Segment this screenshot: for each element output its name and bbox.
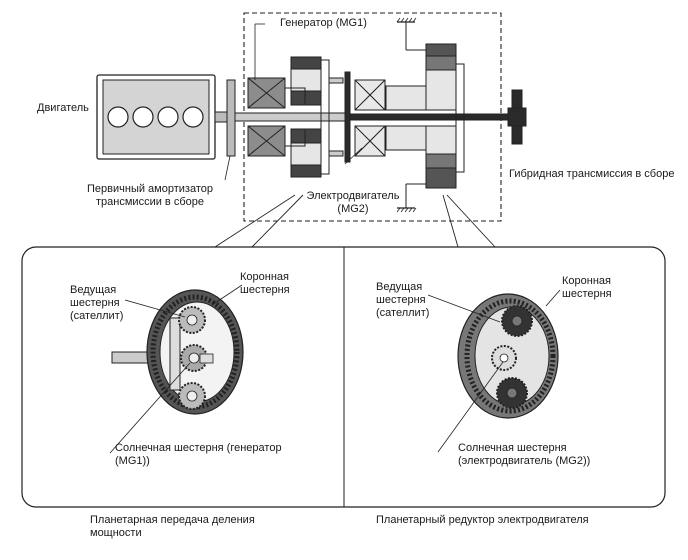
zoom-lines xyxy=(214,194,496,248)
right-ring-label-line1: Коронная xyxy=(562,275,611,287)
caption-motor-reduction: Планетарный редуктор электродвигателя xyxy=(376,514,589,526)
right-sun-gear xyxy=(491,345,517,371)
right-pinion-gear xyxy=(501,305,533,337)
motor-label-line1: Электродвигатель xyxy=(306,190,400,202)
motor-mg2-stator xyxy=(354,79,386,157)
right-ring-label-line2: шестерня xyxy=(562,288,612,300)
power-split-gearset xyxy=(111,289,244,415)
engine-cylinder xyxy=(182,106,204,128)
left-pinion-gear xyxy=(178,306,206,334)
transmission-damper xyxy=(226,79,236,157)
left-ring-label: Коронная шестерня xyxy=(240,271,290,297)
detail-leader-lines xyxy=(109,284,561,454)
engine-cylinder xyxy=(157,106,179,128)
left-pinion-label-line3: (сателлит) xyxy=(70,310,124,322)
left-pinion-label: Ведущая шестерня (сателлит) xyxy=(70,284,123,323)
motor-mg2-label: Электродвигатель (MG2) xyxy=(298,190,408,216)
left-sun-label: Солнечная шестерня (генератор (MG1)) xyxy=(115,442,282,468)
damper-label-line2: трансмиссии в сборе xyxy=(96,196,204,208)
power-split-planetary xyxy=(285,56,344,178)
damper-label: Первичный амортизатор трансмиссии в сбор… xyxy=(74,183,226,209)
generator-mg1-stator xyxy=(247,77,286,157)
left-ring-label-line1: Коронная xyxy=(240,271,289,283)
generator-label: Генератор (MG1) xyxy=(280,17,367,29)
right-pinion-label: Ведущая шестерня (сателлит) xyxy=(376,281,429,320)
caption-power-split: Планетарная передача деления мощности xyxy=(90,514,255,540)
right-pinion-label-line3: (сателлит) xyxy=(376,307,430,319)
left-pinion-label-line1: Ведущая xyxy=(70,284,117,296)
right-sun-label: Солнечная шестерня (электродвигатель (MG… xyxy=(458,442,590,468)
left-pinion-label-line2: шестерня xyxy=(70,297,120,309)
hybrid-transaxle-label: Гибридная трансмиссия в сборе xyxy=(509,168,675,180)
damper-label-line1: Первичный амортизатор xyxy=(87,183,213,195)
transaxle-schematic xyxy=(96,12,527,222)
right-sun-label-line2: (электродвигатель (MG2)) xyxy=(458,455,591,467)
left-ring-label-line2: шестерня xyxy=(240,284,290,296)
engine-block xyxy=(96,74,228,160)
right-pinion-label-line1: Ведущая xyxy=(376,281,423,293)
engine-cylinder xyxy=(132,106,154,128)
top-leader-lines xyxy=(224,23,363,181)
caption-left-line2: мощности xyxy=(90,527,142,539)
engine-cylinder xyxy=(107,106,129,128)
left-sun-label-line2: (MG1)) xyxy=(115,455,150,467)
right-pinion-gear xyxy=(496,377,528,409)
caption-left-line1: Планетарная передача деления xyxy=(90,514,255,526)
motor-reduction-planetary xyxy=(385,17,465,213)
motor-reduction-gearset xyxy=(457,293,559,419)
engine-label: Двигатель xyxy=(37,102,89,114)
left-pinion-gear xyxy=(178,382,206,410)
right-pinion-label-line2: шестерня xyxy=(376,294,426,306)
right-ring-label: Коронная шестерня xyxy=(562,275,612,301)
left-sun-label-line1: Солнечная шестерня (генератор xyxy=(115,442,282,454)
right-sun-label-line1: Солнечная шестерня xyxy=(458,442,567,454)
motor-label-line2: (MG2) xyxy=(337,203,369,215)
output-shaft xyxy=(344,71,527,163)
